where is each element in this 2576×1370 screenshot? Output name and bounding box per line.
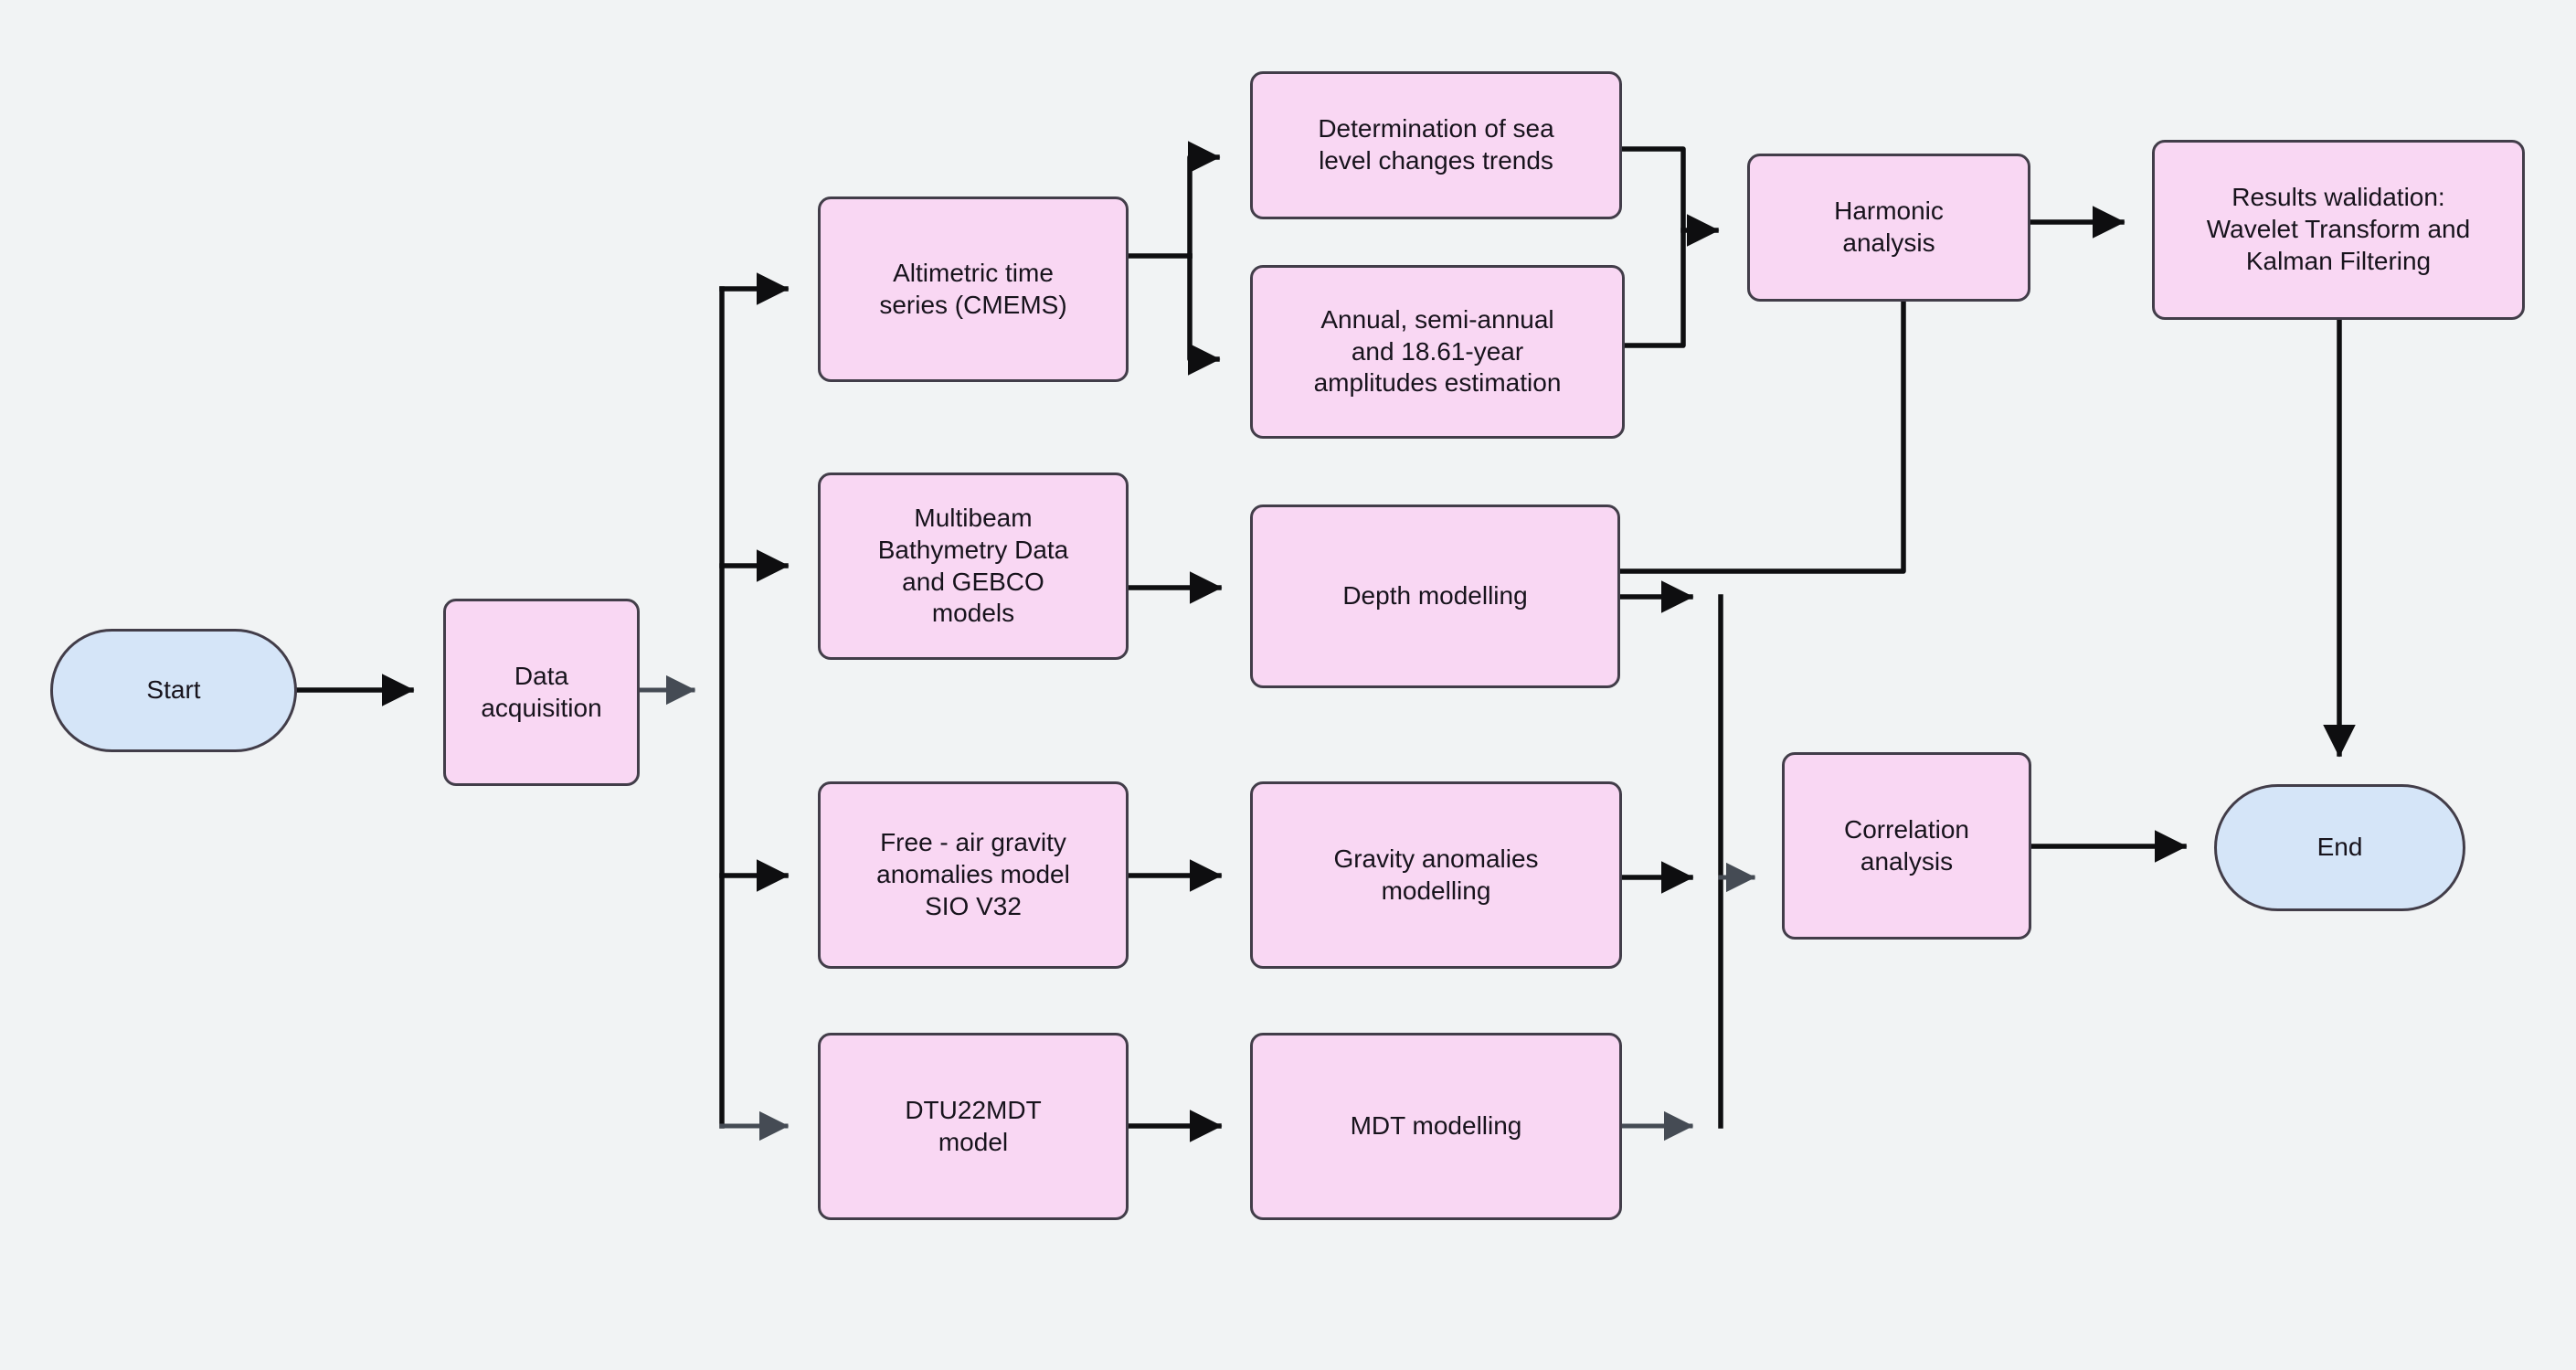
node-gravity-anomalies-modelling: Gravity anomalies modelling xyxy=(1250,781,1622,969)
node-dtu22mdt-model: DTU22MDT model xyxy=(818,1033,1129,1220)
node-end: End xyxy=(2214,784,2465,911)
edge-altimetric-to-determination xyxy=(1187,141,1221,259)
edge-altimetric-to-annual xyxy=(1187,253,1221,376)
node-annual-amplitudes: Annual, semi-annual and 18.61-year ampli… xyxy=(1250,265,1625,439)
node-depth-modelling: Depth modelling xyxy=(1250,504,1620,688)
edge-harmonic-to-depth xyxy=(1617,299,1906,574)
node-multibeam-bathymetry: Multibeam Bathymetry Data and GEBCO mode… xyxy=(818,473,1129,660)
edge-merge-determination-annual xyxy=(1619,146,1686,348)
node-correlation-analysis: Correlation analysis xyxy=(1782,752,2031,940)
node-freeair-gravity-anomalies: Free - air gravity anomalies model SIO V… xyxy=(818,781,1129,969)
node-results-walidation: Results walidation: Wavelet Transform an… xyxy=(2152,140,2525,320)
node-harmonic-analysis: Harmonic analysis xyxy=(1747,154,2030,302)
node-mdt-modelling: MDT modelling xyxy=(1250,1033,1622,1220)
node-data-acquisition: Data acquisition xyxy=(443,599,640,786)
node-determination-sea-level: Determination of sea level changes trend… xyxy=(1250,71,1622,219)
node-start: Start xyxy=(50,629,297,752)
node-altimetric-time-series: Altimetric time series (CMEMS) xyxy=(818,196,1129,382)
